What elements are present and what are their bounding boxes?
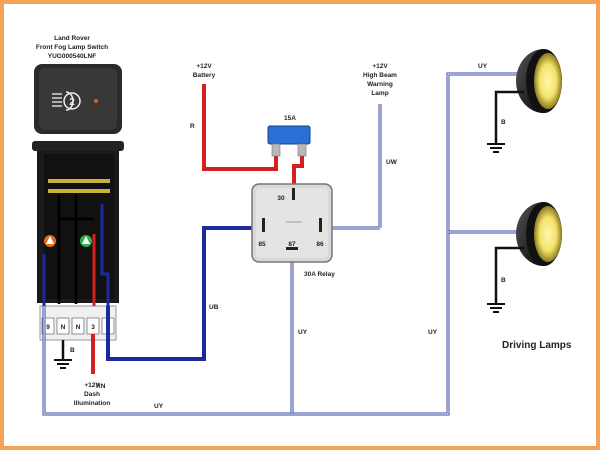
wire-label-uy: UY — [478, 63, 488, 70]
high-beam-label-line-1: +12V — [372, 63, 388, 70]
driving-lamp-bottom — [487, 202, 562, 313]
dash-label-line-3: Illumination — [74, 400, 111, 407]
switch-ground-symbol — [54, 340, 72, 369]
svg-text:2: 2 — [69, 97, 75, 108]
relay-30a — [251, 183, 333, 263]
battery-wire-label: R — [190, 123, 195, 130]
relay-pin-85: 85 — [258, 241, 266, 248]
switch-pin-label: 9 — [46, 324, 50, 331]
relay-pin-30: 30 — [277, 195, 285, 202]
wire-label-uy: UY — [428, 329, 438, 336]
switch-title-line-1: Land Rover — [54, 35, 90, 42]
dash-label-line-2: Dash — [84, 391, 100, 398]
driving-lamps-caption: Driving Lamps — [502, 340, 572, 351]
switch-terminal-block — [39, 305, 117, 341]
lamp-feed-wire-uy — [42, 72, 524, 416]
high-beam-wire-label: UW — [386, 159, 398, 166]
wire-label-uy: UY — [298, 329, 308, 336]
driving-lamp-top — [487, 49, 562, 153]
switch-internal-blue — [100, 204, 110, 306]
battery-label-line-2: Battery — [193, 72, 216, 79]
fog-switch-face: 2 — [34, 64, 122, 134]
relay-label: 30A Relay — [304, 271, 335, 278]
relay-pin-86: 86 — [316, 241, 324, 248]
switch-title-line-2: Front Fog Lamp Switch — [36, 44, 108, 51]
high-beam-label-line-4: Lamp — [371, 90, 388, 97]
relay-85-wire-ub — [106, 226, 262, 361]
relay-pin-87: 87 — [288, 241, 296, 248]
fuse-label: 15A — [284, 115, 296, 122]
switch-pin-label: N — [76, 324, 81, 331]
battery-wire-r — [202, 84, 278, 171]
switch-pin-label: 3 — [91, 324, 95, 331]
switch-pin-label: N — [61, 324, 66, 331]
dash-wire-label: RN — [96, 383, 106, 390]
fuse-15a — [267, 125, 311, 157]
fog-switch-body — [32, 141, 124, 304]
high-beam-label-line-3: Warning — [367, 81, 393, 88]
dash-label-line-1: +12V — [84, 382, 100, 389]
fog-lamp-icon: 2 — [52, 91, 81, 111]
lamp-ground-label: B — [501, 119, 506, 126]
wire-label-uy: UY — [154, 403, 164, 410]
high-beam-label-line-2: High Beam — [363, 72, 397, 79]
fuse-to-relay-wire — [292, 154, 304, 190]
battery-label-line-1: +12V — [196, 63, 212, 70]
indicator-led — [94, 99, 98, 103]
wiring-diagram: Land Rover Front Fog Lamp Switch YUG0005… — [32, 35, 572, 416]
lamp-ground-label: B — [501, 277, 506, 284]
wire-label-ub: UB — [209, 304, 219, 311]
switch-title-line-3: YUG000540LNF — [48, 53, 96, 60]
switch-ground-label: B — [70, 347, 75, 354]
